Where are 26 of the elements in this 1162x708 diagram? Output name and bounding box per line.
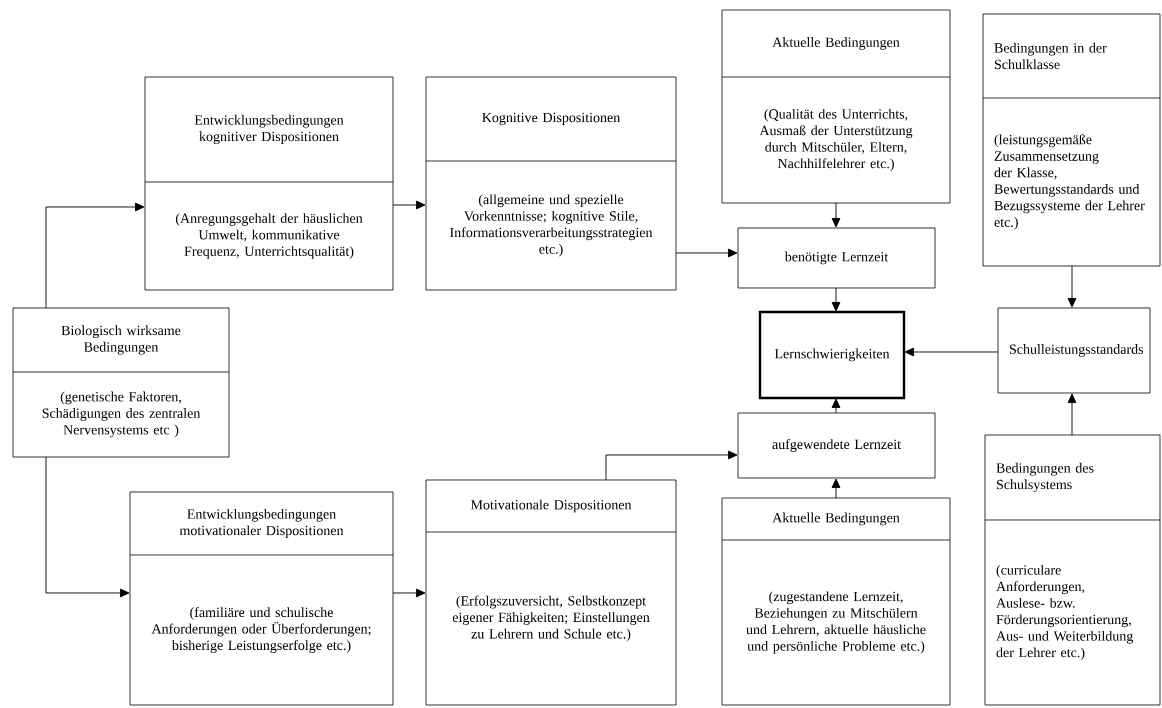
factor-box: aufgewendete Lernzeit [737, 412, 936, 479]
factor-box: Aktuelle Bedingungen (zugestandene Lernzeit, Beziehungen zu Mitschülern und Lehrern, aktuelle häusliche und persönliche Probleme etc.) [721, 497, 951, 706]
arrow [605, 450, 738, 481]
factor-box: Aktuelle Bedingungen (Qualität des Unterrichts, Ausmaß der Unterstützung durch Mitschüler, Eltern, Nachhilfelehrer etc.) [721, 9, 951, 204]
arrow [1067, 265, 1077, 308]
factor-box: Biologisch wirksame Bedingungen (genetische Faktoren, Schädigungen des zentralen Nervensystems etc ) [12, 307, 230, 458]
factor-box: Bedingungen in der Schulklasse (leistungsgemäße Zusammensetzung der Klasse, Bewertungsstandards und Bezugssysteme der Lehrer etc.) [982, 13, 1161, 267]
arrow [392, 200, 426, 210]
arrow [675, 248, 738, 258]
arrow [831, 398, 841, 414]
factor-box: Entwicklungsbedingungen kognitiver Dispositionen (Anregungsgehalt der häuslichen Umwelt, kommunikative Frequenz, Unterrichtsqualität) [144, 76, 394, 291]
arrow [831, 478, 841, 499]
factor-box: benötigte Lernzeit [737, 227, 936, 289]
arrow [1067, 393, 1077, 436]
arrow [904, 347, 999, 357]
arrow [392, 588, 426, 598]
factor-box: Bedingungen des Schulsystems (curriculare Anforderungen, Auslese- bzw. Förderungsorientierung, Aus- und Weiterbildung der Lehrer etc.) [984, 434, 1161, 706]
arrow [831, 202, 841, 228]
factor-box: Entwicklungsbedingungen motivationaler Dispositionen (familiäre und schulische Anforderungen oder Überforderungen; bisherige Leistungserfolge etc.) [129, 491, 394, 706]
factor-box: Motivationale Dispositionen (Erfolgszuversicht, Selbstkonzept eigener Fähigkeiten; Einstellungen zu Lehrern und Schule etc.) [425, 479, 677, 706]
factor-box: Kognitive Dispositionen (allgemeine und spezielle Vorkenntnisse; kognitive Stile, Informationsverarbeitungsstrategien etc.) [425, 76, 677, 291]
outcome-box: Lernschwierigkeiten [758, 310, 906, 400]
arrow [831, 287, 841, 312]
arrow [45, 202, 145, 309]
factor-box: Schulleistungsstandards [997, 307, 1151, 394]
arrow [45, 456, 130, 598]
